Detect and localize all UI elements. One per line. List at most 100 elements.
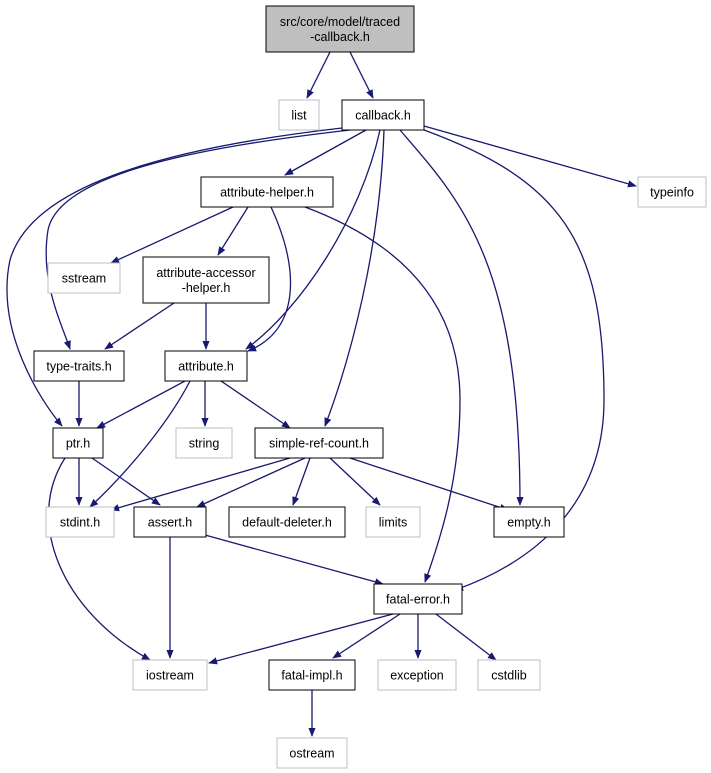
edge-attribute-helper-to-attribute: [247, 206, 292, 352]
node-list: list: [278, 99, 320, 131]
edge-attribute-to-simple-ref-count: [220, 380, 291, 429]
node-label: limits: [379, 516, 407, 530]
node-box: [265, 5, 415, 53]
node-box: [142, 256, 270, 304]
node-label: ptr.h: [66, 437, 90, 451]
node-box: [133, 506, 207, 538]
edge-simple-ref-count-to-default-deleter: [292, 457, 311, 506]
node-box: [175, 427, 233, 459]
node-label: attribute-helper.h: [220, 186, 314, 200]
node-box: [268, 659, 356, 691]
node-label: iostream: [146, 669, 194, 683]
node-fatal-impl[interactable]: fatal-impl.h: [268, 659, 356, 691]
node-attribute-helper[interactable]: attribute-helper.h: [200, 176, 334, 208]
edge-simple-ref-count-to-stdint: [110, 457, 291, 512]
node-box: [47, 262, 121, 294]
node-stdint: stdint.h: [45, 506, 115, 538]
edge-attribute-to-ptr: [96, 380, 186, 429]
node-iostream: iostream: [132, 659, 208, 691]
node-fatal-error[interactable]: fatal-error.h: [373, 583, 463, 615]
node-ostream: ostream: [276, 737, 348, 769]
node-box: [254, 427, 384, 459]
edge-callback-to-ptr: [6, 127, 343, 427]
edge-attribute-accessor-helper-to-type-traits: [104, 302, 175, 350]
edge-callback-to-attribute-helper: [284, 129, 367, 176]
node-label: string: [189, 437, 220, 451]
edge-simple-ref-count-to-limits: [329, 457, 381, 506]
node-callback[interactable]: callback.h: [341, 99, 425, 131]
node-label: attribute-accessor: [156, 266, 255, 280]
node-label: default-deleter.h: [242, 516, 332, 530]
node-limits: limits: [365, 506, 421, 538]
node-box: [477, 659, 541, 691]
node-ptr[interactable]: ptr.h: [52, 427, 104, 459]
node-label: assert.h: [148, 516, 193, 530]
node-label: simple-ref-count.h: [269, 437, 369, 451]
edge-simple-ref-count-to-assert: [196, 457, 306, 508]
node-exception: exception: [377, 659, 457, 691]
node-default-deleter[interactable]: default-deleter.h: [228, 506, 346, 538]
node-label: src/core/model/traced: [280, 15, 400, 29]
node-label: ostream: [289, 747, 334, 761]
edge-attribute-to-stdint: [89, 380, 191, 508]
edge-ptr-to-iostream: [48, 457, 151, 661]
dependency-nodes: src/core/model/traced-callback.h list call…: [33, 5, 707, 769]
node-box: [365, 506, 421, 538]
node-root[interactable]: src/core/model/traced-callback.h: [265, 5, 415, 53]
node-box: [200, 176, 334, 208]
dependency-edges: [6, 51, 637, 737]
edge-root-to-callback: [349, 51, 374, 99]
node-empty[interactable]: empty.h: [493, 506, 565, 538]
edge-simple-ref-count-to-empty: [349, 457, 509, 511]
node-attribute-accessor-helper[interactable]: attribute-accessor-helper.h: [142, 256, 270, 304]
node-simple-ref-count[interactable]: simple-ref-count.h: [254, 427, 384, 459]
node-assert[interactable]: assert.h: [133, 506, 207, 538]
node-box: [52, 427, 104, 459]
edge-attribute-helper-to-attribute-accessor-helper: [217, 206, 249, 256]
node-label: -helper.h: [182, 281, 231, 295]
edge-fatal-error-to-iostream: [208, 613, 394, 665]
node-label: empty.h: [507, 516, 551, 530]
node-label: exception: [390, 669, 444, 683]
node-label: -callback.h: [310, 30, 370, 44]
node-box: [377, 659, 457, 691]
node-label: fatal-error.h: [386, 593, 450, 607]
edge-fatal-error-to-fatal-impl: [332, 613, 401, 659]
node-box: [132, 659, 208, 691]
node-box: [276, 737, 348, 769]
node-string: string: [175, 427, 233, 459]
node-type-traits[interactable]: type-traits.h: [33, 350, 125, 382]
node-label: list: [291, 109, 307, 123]
node-box: [373, 583, 463, 615]
edge-fatal-error-to-cstdlib: [435, 613, 497, 661]
node-box: [33, 350, 125, 382]
node-box: [493, 506, 565, 538]
node-label: attribute.h: [178, 360, 234, 374]
node-label: type-traits.h: [46, 360, 111, 374]
node-label: stdint.h: [60, 516, 100, 530]
node-box: [341, 99, 425, 131]
node-label: sstream: [62, 272, 106, 286]
edge-callback-to-fatal-error: [423, 129, 605, 591]
node-typeinfo: typeinfo: [637, 176, 707, 208]
node-box: [637, 176, 707, 208]
edge-root-to-list: [306, 51, 331, 99]
node-attribute[interactable]: attribute.h: [164, 350, 248, 382]
edge-ptr-to-assert: [91, 457, 161, 506]
edge-callback-to-typeinfo: [423, 125, 637, 188]
node-label: callback.h: [355, 109, 411, 123]
edge-assert-to-fatal-error: [204, 534, 384, 586]
edge-callback-to-type-traits: [45, 129, 351, 350]
node-box: [228, 506, 346, 538]
node-sstream: sstream: [47, 262, 121, 294]
node-label: typeinfo: [650, 186, 694, 200]
node-box: [278, 99, 320, 131]
edge-callback-to-empty: [399, 129, 524, 506]
edge-attribute-helper-to-sstream: [110, 206, 234, 264]
node-label: fatal-impl.h: [281, 669, 342, 683]
edge-attribute-helper-to-fatal-error: [304, 206, 461, 583]
edge-callback-to-simple-ref-count: [324, 129, 385, 427]
node-box: [45, 506, 115, 538]
node-label: cstdlib: [491, 669, 526, 683]
